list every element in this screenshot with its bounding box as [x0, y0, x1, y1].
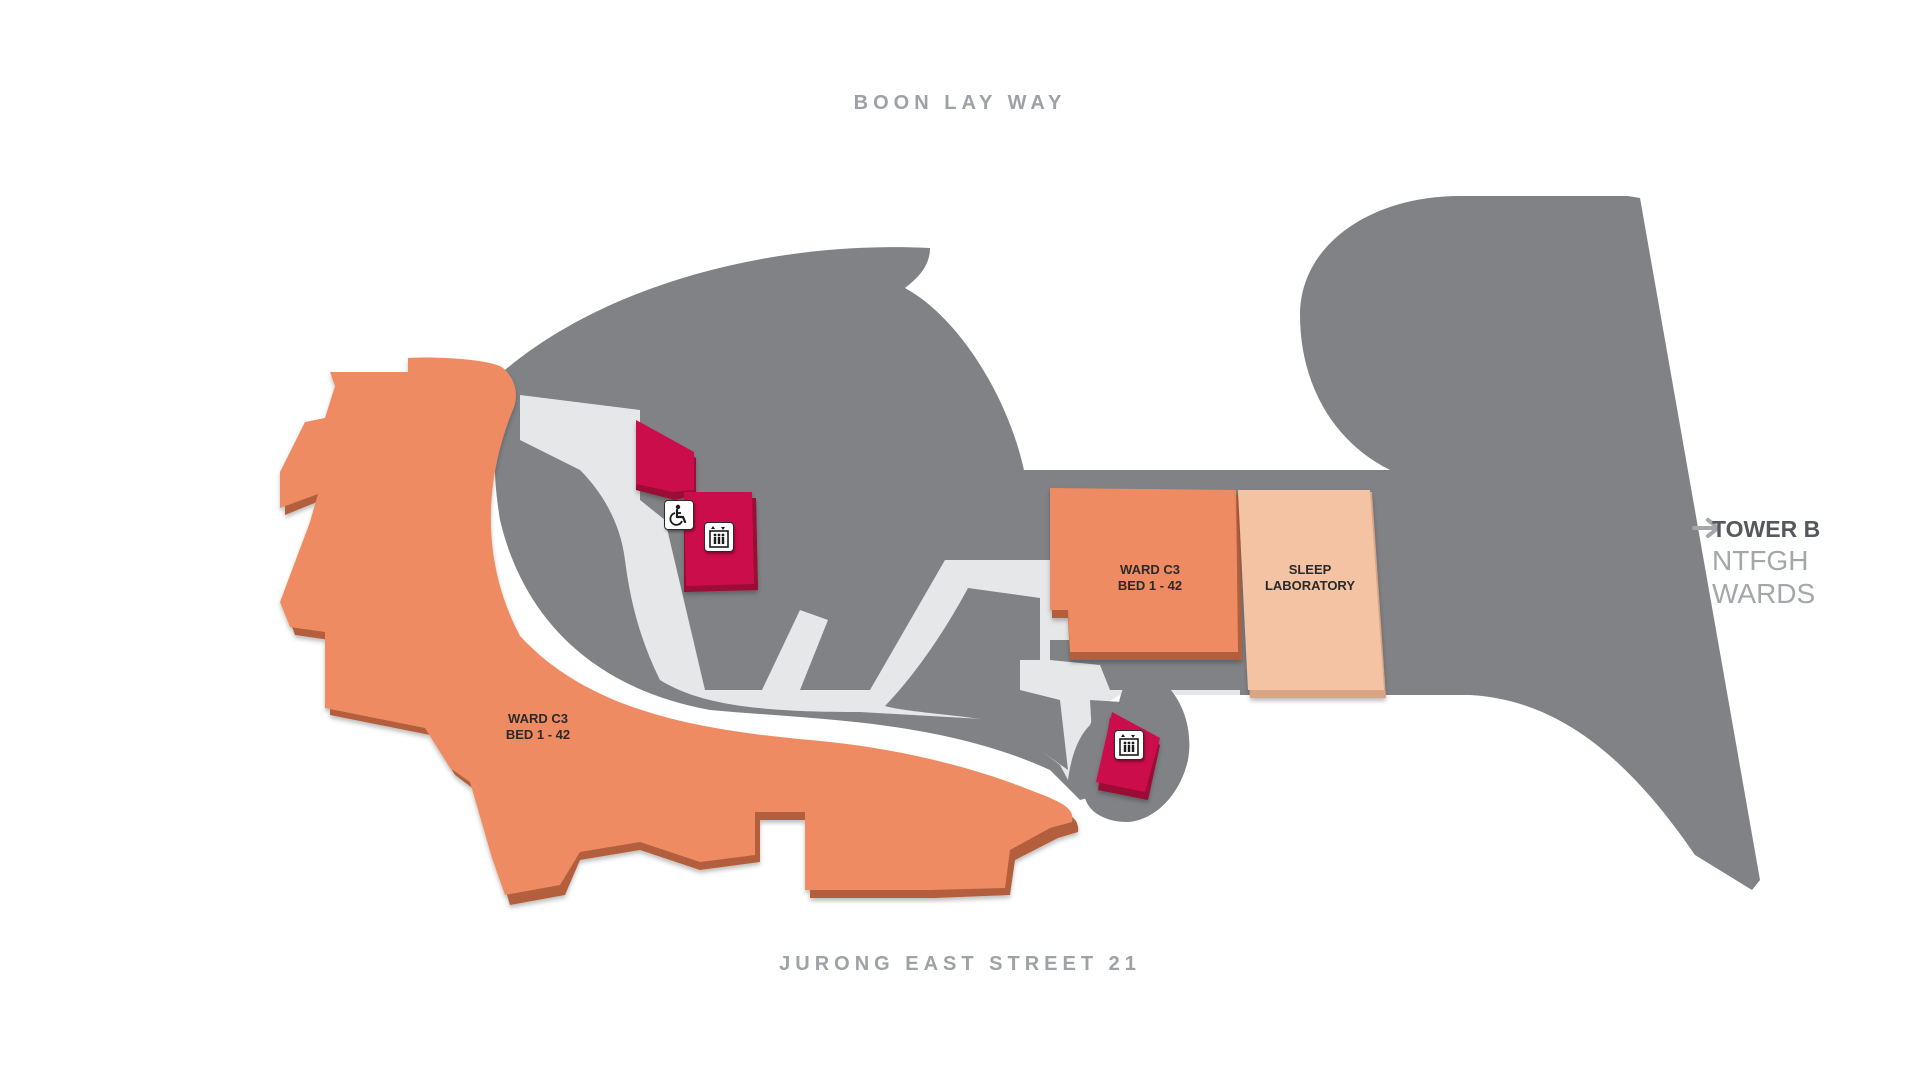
corridor [520, 395, 1240, 780]
room-label-line2: BED 1 - 42 [1117, 578, 1183, 593]
wheelchair-glyph [669, 504, 687, 526]
sleep-lab-block [1238, 490, 1384, 690]
room-label-line1: WARD C3 [1120, 562, 1180, 577]
room-label-ward-c3-east: WARD C3 BED 1 - 42 [1110, 562, 1190, 594]
room-label-line1: WARD C3 [508, 711, 568, 726]
elevator-glyph [709, 526, 729, 548]
tower-b-line1: NTFGH [1712, 545, 1809, 576]
ward-c3-east-block [1050, 488, 1238, 652]
gray-inner-block-a [885, 588, 1068, 770]
elevator-icon[interactable] [704, 522, 734, 552]
room-label-line1: SLEEP [1288, 562, 1332, 577]
tower-b-title: TOWER B [1712, 516, 1821, 542]
ward-c3-main-wing [280, 357, 1073, 895]
room-label-line2: LABORATORY [1264, 578, 1356, 593]
wheelchair-icon[interactable] [664, 500, 694, 530]
tower-b-line2: WARDS [1712, 578, 1816, 609]
street-label-north: BOON LAY WAY [853, 92, 1067, 114]
arrow-right-icon [1692, 518, 1720, 538]
street-label-south: JURONG EAST STREET 21 [779, 953, 1141, 975]
tower-b-exit-label[interactable]: TOWER B NTFGH WARDS [1712, 514, 1820, 610]
lift-core-north-top [636, 420, 694, 492]
room-label-line2: BED 1 - 42 [505, 727, 571, 742]
room-label-ward-c3-main: WARD C3 BED 1 - 42 [498, 711, 578, 743]
elevator-glyph [1119, 734, 1139, 756]
elevator-icon[interactable] [1114, 730, 1144, 760]
room-label-sleep-laboratory: SLEEP LABORATORY [1255, 562, 1365, 594]
